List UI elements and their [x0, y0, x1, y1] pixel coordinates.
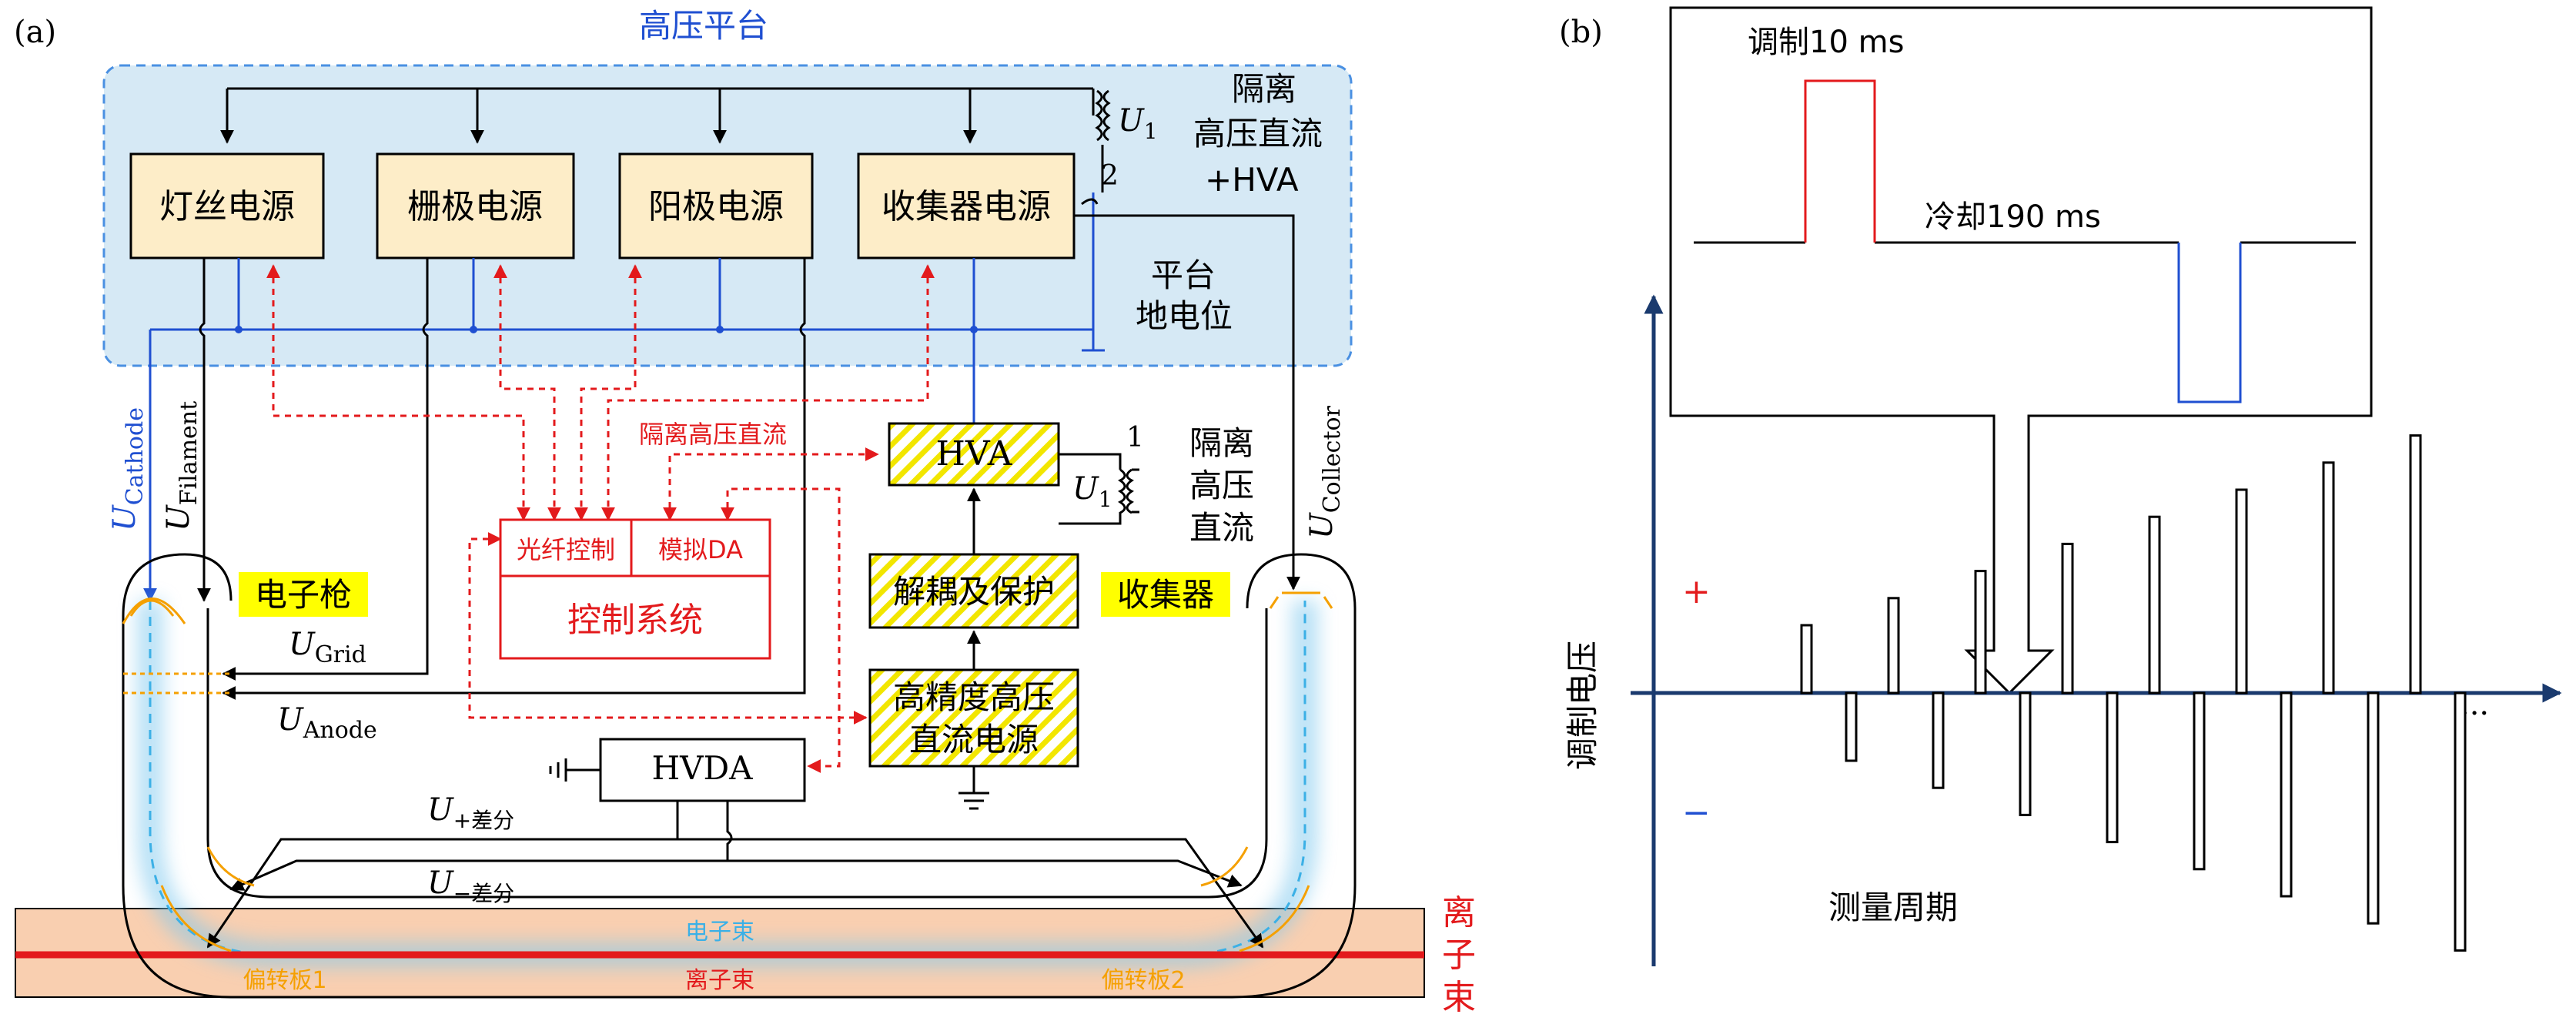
transformer-mid-number: 1 — [1126, 422, 1144, 454]
modulation-pulse — [1804, 79, 1876, 243]
hv-source-line2: 直流电源 — [909, 721, 1039, 758]
isolation-top-line3: +HVA — [1205, 161, 1299, 199]
hva-box — [888, 422, 1060, 487]
deflector-2-label: 偏转板2 — [1101, 967, 1185, 994]
platform-ground-line1: 平台 — [1151, 256, 1216, 294]
positive-bar-5 — [2148, 515, 2161, 695]
transformer-top — [1095, 89, 1111, 192]
zoom-callout — [1669, 6, 2373, 695]
collector-supply-box — [857, 152, 1076, 259]
hvda-label: HVDA — [652, 749, 754, 787]
panel-a: (a) 高压平台 U1 2 隔离 高压直流 +HVA 灯丝电源 — [14, 7, 1476, 1017]
isolation-top-line2: 高压直流 — [1193, 115, 1323, 152]
isolation-top-line1: 隔离 — [1232, 70, 1296, 108]
top-bus — [220, 87, 1095, 144]
beam-tube — [122, 553, 1357, 999]
negative-bar-6 — [2280, 691, 2293, 898]
positive-bar-3 — [1974, 570, 1987, 695]
negative-bar-3 — [2019, 691, 2032, 816]
positive-bar-1 — [1800, 624, 1813, 695]
decouple-label: 解耦及保护 — [893, 573, 1055, 611]
diff-minus-label: U−差分 — [427, 865, 514, 906]
anode-voltage-label: UAnode — [277, 702, 377, 744]
modulation-label: 调制10 ms — [1748, 25, 1904, 60]
electron-beam-label: 电子束 — [685, 919, 754, 946]
transformer-mid-symbol: U1 — [1072, 471, 1112, 512]
transformer-top-number: 2 — [1101, 160, 1119, 192]
power-supply-boxes: 灯丝电源 栅极电源 阳极电源 收集器电源 — [129, 152, 1076, 259]
platform-title: 高压平台 — [639, 7, 768, 45]
panel-a-label: (a) — [14, 15, 56, 50]
negative-bar-1 — [1845, 691, 1858, 762]
hva-chain: HVA 解耦及保护 高精度高压 直流电源 1 U1 隔离 高压 直流 — [868, 422, 1254, 810]
control-system-box — [499, 518, 771, 660]
control-system: 光纤控制 模拟DA 控制系统 — [499, 518, 771, 660]
control-links — [266, 264, 935, 773]
ion-beam-side-2: 子 — [1442, 936, 1476, 975]
bars-group — [1800, 434, 2467, 952]
filament-supply-box — [129, 152, 325, 259]
collector-supply-label: 收集器电源 — [882, 187, 1051, 226]
isolation-mid-line3: 直流 — [1189, 509, 1254, 547]
grid-voltage-label: UGrid — [289, 627, 366, 668]
y-axis-label: 调制电压 — [1564, 641, 1601, 770]
diff-plus-label: U+差分 — [427, 792, 514, 833]
collector-label: 收集器 — [1117, 576, 1214, 614]
negative-bar-5 — [2193, 691, 2206, 871]
electron-gun-highlight — [239, 572, 368, 617]
filament-supply-label: 灯丝电源 — [159, 187, 295, 226]
ion-beam-side-3: 束 — [1442, 978, 1476, 1017]
anode-supply-label: 阳极电源 — [648, 187, 784, 226]
ion-beam-side-1: 离 — [1442, 893, 1476, 932]
control-system-label: 控制系统 — [567, 601, 703, 640]
isolation-mid-line2: 高压 — [1189, 467, 1254, 504]
electron-gun-label: 电子枪 — [255, 576, 352, 614]
negative-bar-4 — [2106, 691, 2119, 844]
hv-source-line1: 高精度高压 — [893, 678, 1055, 716]
grid-supply-label: 栅极电源 — [407, 187, 543, 226]
positive-bar-4 — [2061, 542, 2074, 695]
positive-bar-7 — [2322, 461, 2335, 695]
platform-ground-line2: 地电位 — [1136, 297, 1233, 335]
filament-voltage-label: UFilament — [161, 401, 202, 531]
minus-label: − — [1682, 793, 1711, 832]
cooling-label: 冷却190 ms — [1925, 199, 2101, 235]
electron-beam-path — [149, 601, 1306, 956]
anode-supply-box — [618, 152, 814, 259]
negative-bar-2 — [1932, 691, 1945, 789]
negative-bar-7 — [2367, 691, 2380, 925]
hvda: HVDA — [549, 738, 806, 861]
fiber-control-label: 光纤控制 — [517, 535, 615, 564]
collector-highlight — [1101, 572, 1230, 617]
deflector-1-label: 偏转板1 — [243, 967, 326, 994]
negative-bar-8 — [2454, 691, 2467, 952]
collector-voltage-label: UCollector — [1304, 405, 1346, 539]
positive-bar-6 — [2235, 488, 2248, 695]
panel-b: (b) 调制10 ms 冷却190 ms 调制电压 + − 测量周期 ··· — [1559, 6, 2562, 966]
analog-da-label: 模拟DA — [658, 535, 743, 564]
ion-beam-label: 离子束 — [685, 967, 754, 994]
differential-wires — [206, 838, 1264, 949]
plus-label: + — [1682, 572, 1711, 611]
isolated-hv-label: 隔离高压直流 — [639, 420, 787, 449]
grid-supply-box — [376, 152, 575, 259]
positive-bar-2 — [1887, 597, 1900, 695]
control-divider — [500, 520, 770, 577]
cathode-voltage-label: UCathode — [107, 407, 149, 531]
transformer-top-symbol: U1 — [1118, 103, 1158, 144]
isolation-mid-line1: 隔离 — [1189, 424, 1254, 462]
grid-anode-lines — [123, 672, 231, 695]
cooling-pulse — [2177, 243, 2242, 403]
hva-label: HVA — [936, 434, 1013, 474]
positive-bar-8 — [2409, 434, 2422, 695]
deflector-arcs — [122, 591, 1333, 952]
panel-b-label: (b) — [1559, 15, 1603, 50]
x-axis-label: 测量周期 — [1828, 889, 1958, 926]
